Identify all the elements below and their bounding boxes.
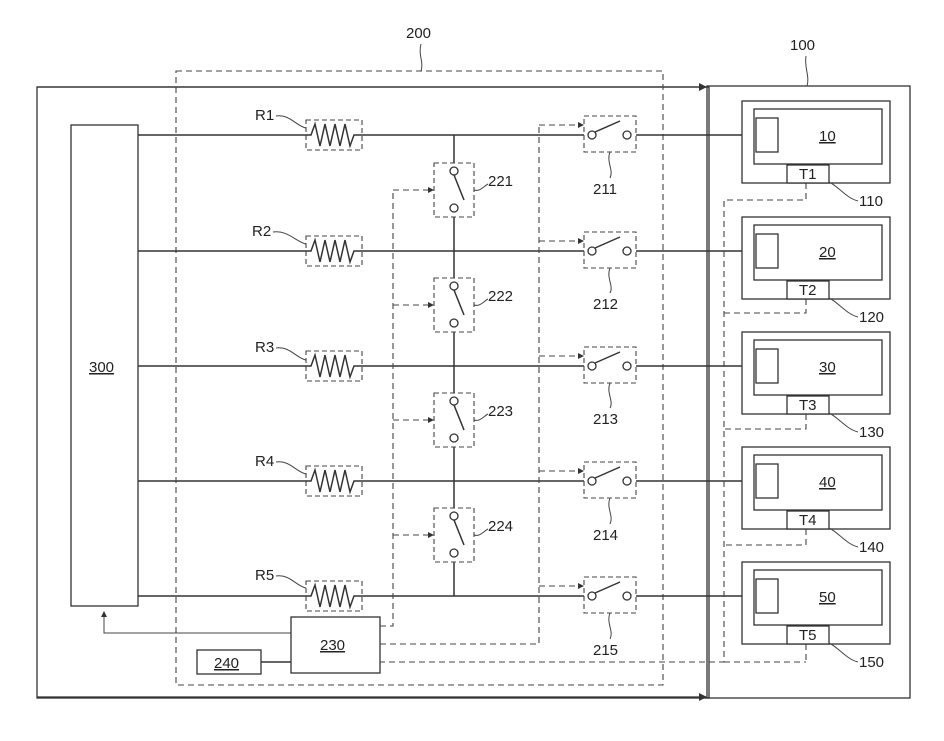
terminal-t1-label: T1 [799, 166, 817, 183]
block-240-label: 240 [214, 655, 239, 672]
switch-215 [584, 577, 636, 613]
terminal-t3-label: T3 [799, 397, 817, 414]
label-130: 130 [859, 424, 884, 441]
cell-group-130: 30 T3 [742, 332, 890, 414]
switch-221 [434, 163, 474, 217]
label-r5: R5 [255, 567, 274, 584]
resistor-r4 [306, 466, 362, 496]
label-r3: R3 [255, 339, 274, 356]
block-230-label: 230 [320, 637, 345, 654]
cell-group-140: 40 T4 [742, 447, 890, 529]
cell-group-150: 50 T5 [742, 562, 890, 644]
label-223: 223 [488, 403, 513, 420]
cell-40-label: 40 [819, 474, 836, 491]
resistor-r3 [306, 351, 362, 381]
resistor-r5 [306, 581, 362, 611]
label-150: 150 [859, 654, 884, 671]
label-140: 140 [859, 539, 884, 556]
label-212: 212 [593, 296, 618, 313]
label-211: 211 [593, 181, 617, 198]
switch-211 [584, 116, 636, 152]
control-lines-series [380, 125, 583, 644]
label-200: 200 [406, 25, 431, 42]
switch-223 [434, 393, 474, 447]
resistor-r2 [306, 236, 362, 266]
switch-212 [584, 232, 636, 268]
cell-group-120: 20 T2 [742, 217, 890, 299]
terminal-t2-label: T2 [799, 282, 817, 299]
label-r4: R4 [255, 453, 274, 470]
switch-224 [434, 508, 474, 562]
cell-10-label: 10 [819, 128, 836, 145]
cell-group-110: 10 T1 [742, 101, 890, 183]
cell-30-label: 30 [819, 359, 836, 376]
label-224: 224 [488, 518, 513, 535]
label-r2: R2 [252, 223, 271, 240]
switch-213 [584, 347, 636, 383]
control-lines-bridge [380, 190, 433, 626]
terminal-t4-label: T4 [799, 512, 817, 529]
label-222: 222 [488, 288, 513, 305]
label-214: 214 [593, 527, 618, 544]
resistor-r1 [306, 120, 362, 150]
label-120: 120 [859, 309, 884, 326]
label-213: 213 [593, 411, 618, 428]
label-r1: R1 [255, 107, 274, 124]
label-215: 215 [593, 642, 618, 659]
cell-20-label: 20 [819, 244, 836, 261]
label-100: 100 [790, 37, 815, 54]
terminal-t5-label: T5 [799, 627, 817, 644]
switch-222 [434, 278, 474, 332]
switch-214 [584, 462, 636, 498]
cell-50-label: 50 [819, 589, 836, 606]
block-300-label: 300 [89, 359, 114, 376]
label-110: 110 [859, 193, 883, 210]
label-221: 221 [488, 173, 513, 190]
